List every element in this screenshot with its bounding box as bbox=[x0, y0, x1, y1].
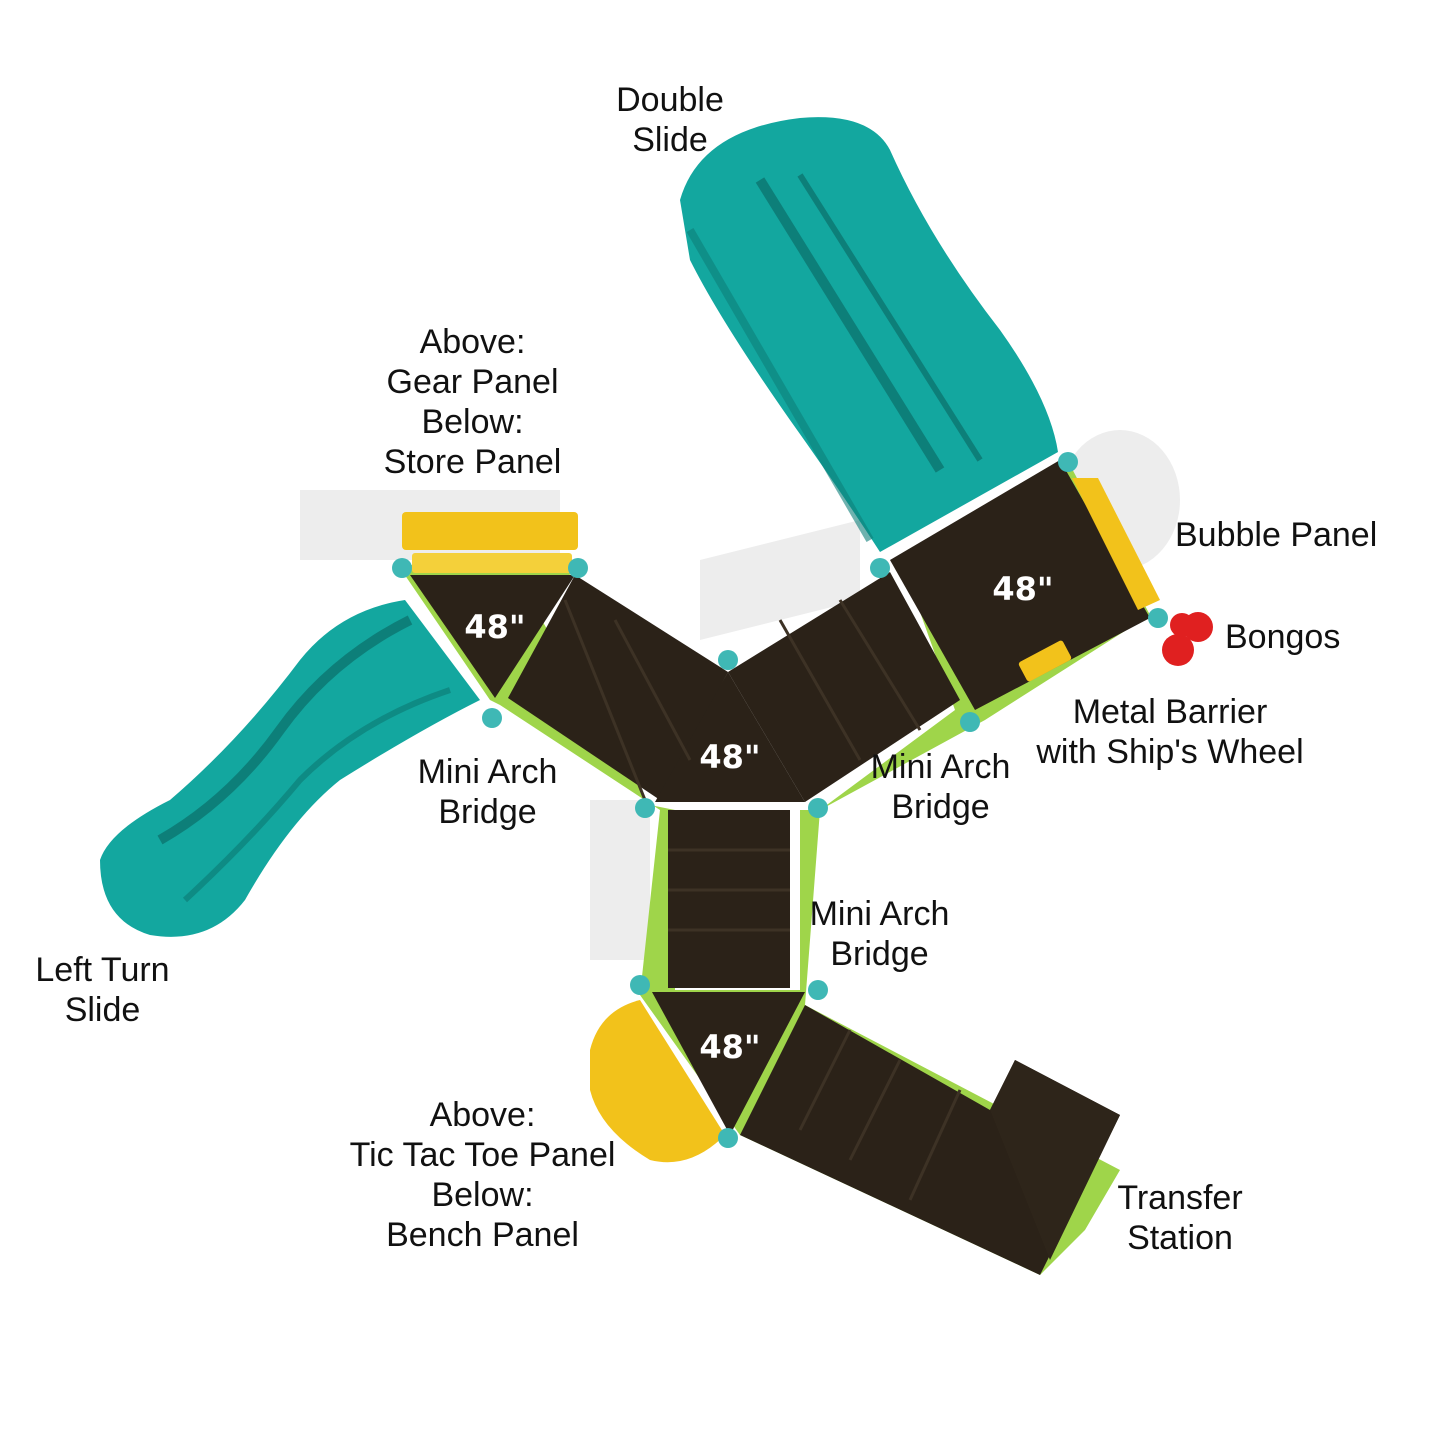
deck-surfaces bbox=[410, 460, 1150, 1275]
ships-wheel-shape bbox=[1018, 640, 1072, 682]
double-slide-shape bbox=[680, 117, 1058, 552]
label-bridge-bottom: Mini Arch Bridge bbox=[809, 895, 950, 973]
label-bubble-panel: Bubble Panel bbox=[1175, 516, 1378, 554]
deck-height-center: 48" bbox=[699, 738, 761, 776]
bench-panel-shape bbox=[590, 1000, 725, 1163]
label-tictactoe-bench-panel: Above: Tic Tac Toe Panel Below: Bench Pa… bbox=[349, 1096, 616, 1254]
label-metal-barrier: Metal Barrier with Ship's Wheel bbox=[1036, 693, 1304, 771]
gear-panel-shape bbox=[402, 512, 578, 550]
deck-height-right: 48" bbox=[992, 570, 1054, 608]
label-gear-store-panel: Above: Gear Panel Below: Store Panel bbox=[383, 323, 562, 481]
label-bridge-right: Mini Arch Bridge bbox=[870, 748, 1011, 826]
label-transfer-station: Transfer Station bbox=[1117, 1179, 1243, 1257]
label-left-turn-slide: Left Turn Slide bbox=[35, 951, 170, 1029]
deck-height-bottom: 48" bbox=[699, 1028, 761, 1066]
yellow-panels bbox=[402, 478, 1160, 1163]
label-double-slide: Double Slide bbox=[616, 81, 724, 159]
post-caps bbox=[392, 452, 1168, 1148]
label-bridge-left: Mini Arch Bridge bbox=[417, 753, 558, 831]
bongos-shape bbox=[1162, 612, 1213, 666]
bubble-panel-shape bbox=[1072, 478, 1160, 610]
deck-height-left: 48" bbox=[464, 608, 526, 646]
label-bongos: Bongos bbox=[1225, 618, 1341, 656]
left-turn-slide-shape bbox=[100, 600, 495, 937]
